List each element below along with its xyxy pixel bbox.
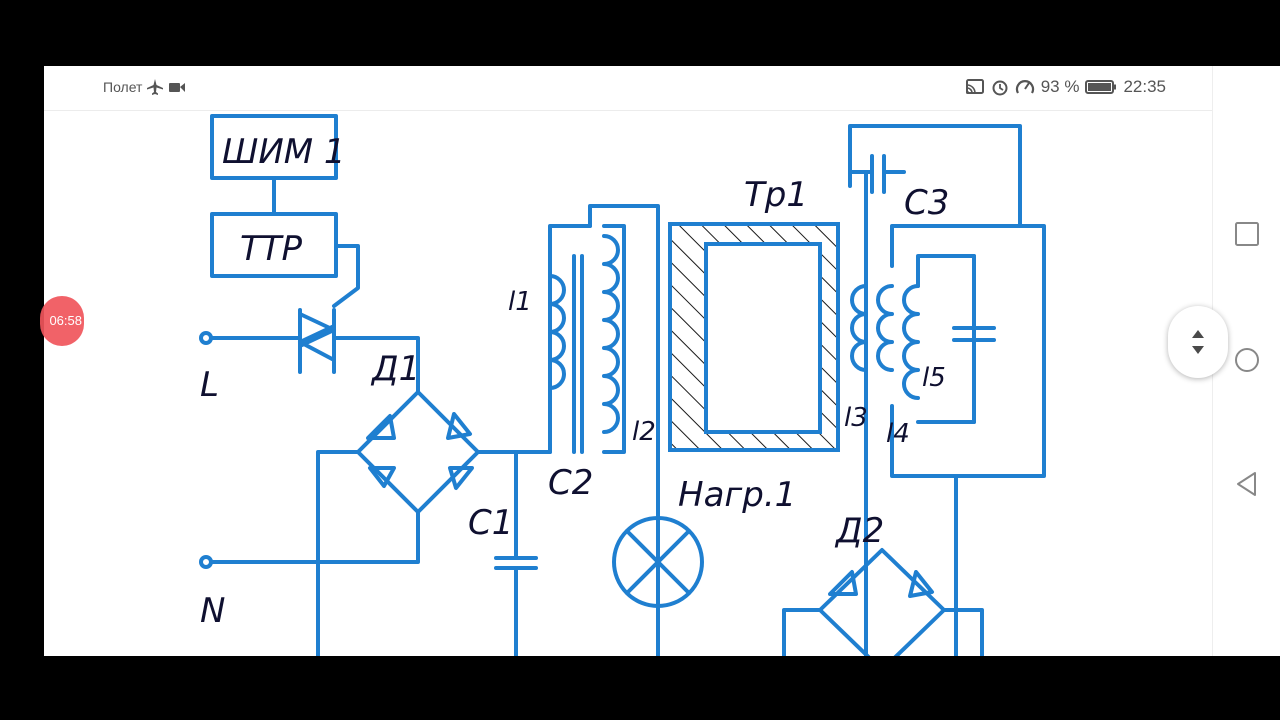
bridge-d2 bbox=[818, 548, 946, 656]
status-bar-right: 93 % 22:35 bbox=[965, 77, 1166, 97]
label-ttr: ТТР bbox=[240, 229, 303, 269]
battery-percent: 93 % bbox=[1040, 77, 1080, 96]
load-lamp bbox=[612, 516, 704, 608]
circle-home-icon[interactable] bbox=[1233, 346, 1261, 374]
label-pwm: ШИМ 1 bbox=[222, 132, 346, 172]
label-neutral: N bbox=[200, 591, 225, 631]
label-coil3: l3 bbox=[844, 403, 868, 433]
label-bridge1: Д1 bbox=[370, 349, 420, 389]
label-phase: L bbox=[200, 365, 219, 405]
triac bbox=[298, 312, 336, 348]
scroll-arrows-icon bbox=[1192, 330, 1204, 354]
label-cap1: С1 bbox=[468, 503, 513, 543]
label-coil1: l1 bbox=[508, 287, 532, 317]
label-cap2: С2 bbox=[548, 463, 593, 503]
status-bar-left: Полет bbox=[103, 79, 186, 95]
video-icon bbox=[169, 83, 186, 92]
label-load: Нагр.1 bbox=[678, 475, 796, 515]
circuit-schematic: ШИМ 1 ТТР L N Д1 Д2 С1 С2 С3 Тр1 Нагр.1 … bbox=[199, 114, 1046, 656]
clock-time: 22:35 bbox=[1123, 77, 1166, 96]
status-bar: Полет 93 % bbox=[44, 66, 1212, 111]
alarm-icon bbox=[992, 80, 1008, 96]
airplane-icon bbox=[147, 79, 164, 95]
triangle-back-icon[interactable] bbox=[1233, 470, 1261, 498]
recording-timer-badge[interactable]: 06:58 bbox=[40, 296, 84, 346]
bridge-d1 bbox=[356, 390, 480, 514]
timer-text: 06:58 bbox=[49, 313, 82, 328]
data-saver-icon bbox=[1015, 80, 1034, 94]
transformer-core bbox=[668, 222, 840, 452]
label-coil4: l4 bbox=[886, 419, 910, 449]
label-bridge2: Д2 bbox=[834, 511, 884, 551]
square-recents-icon[interactable] bbox=[1233, 220, 1261, 248]
mode-label: Полет bbox=[103, 79, 143, 95]
label-coil2: l2 bbox=[632, 417, 656, 447]
label-transformer: Тр1 bbox=[744, 175, 808, 215]
cast-icon bbox=[965, 79, 984, 94]
label-coil5: l5 bbox=[922, 363, 946, 393]
scroll-handle[interactable] bbox=[1168, 306, 1228, 378]
phone-screen: ШИМ 1 ТТР L N Д1 Д2 С1 С2 С3 Тр1 Нагр.1 … bbox=[44, 66, 1280, 656]
label-cap3: С3 bbox=[904, 183, 949, 223]
battery-icon bbox=[1085, 80, 1117, 94]
